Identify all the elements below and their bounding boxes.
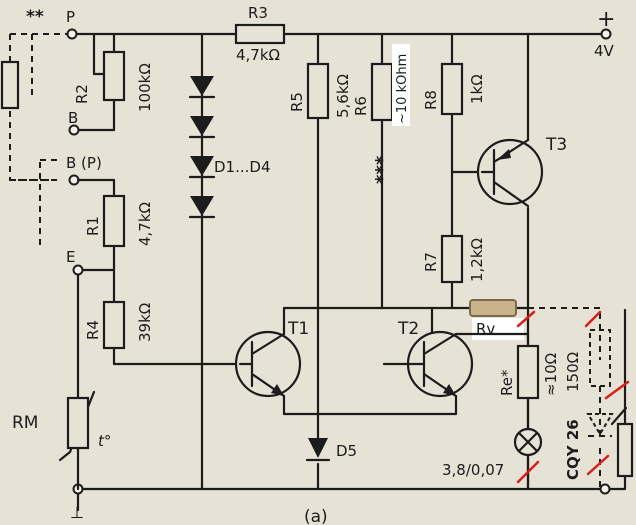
label-t3: T3 <box>545 135 567 155</box>
trim-potentiometer <box>0 60 20 110</box>
transistor-t2 <box>316 330 530 416</box>
resistor-r3 <box>234 23 286 45</box>
ground-rail <box>76 487 602 512</box>
value-r1: 4,7kΩ <box>136 202 154 246</box>
label-led: CQY 26 <box>564 419 582 480</box>
label-rm: RM <box>12 413 38 433</box>
terminal-plus <box>600 28 612 40</box>
photoresistor-leads <box>608 308 627 491</box>
led-branch <box>586 329 628 489</box>
value-r8: 1kΩ <box>468 74 486 104</box>
label-plus: + <box>597 7 615 32</box>
thermistor-rm <box>66 396 90 450</box>
transistor-t1 <box>234 306 384 416</box>
label-rv: Rv <box>476 320 495 338</box>
label-r1: R1 <box>84 216 102 236</box>
value-r6: ~10 kOhm <box>395 54 410 124</box>
diode-d3 <box>190 156 214 176</box>
label-supply: 4V <box>594 42 615 60</box>
label-diodes: D1...D4 <box>214 158 271 176</box>
resistor-re <box>516 344 540 400</box>
value-r2: 100kΩ <box>136 63 154 112</box>
resistor-r8 <box>440 62 464 116</box>
resistor-r7 <box>440 234 464 284</box>
label-r6: R6 <box>352 96 370 116</box>
label-r2: R2 <box>73 84 91 104</box>
r8-r7-branch <box>450 32 530 491</box>
value-r5: 5,6kΩ <box>334 74 352 118</box>
label-ground: ⊥ <box>70 503 84 522</box>
label-rm-temp: t° <box>98 432 111 450</box>
value-r3: 4,7kΩ <box>236 46 280 64</box>
label-r4: R4 <box>84 320 102 340</box>
label-p: P <box>66 8 75 26</box>
terminal-b <box>68 124 80 136</box>
label-t1: T1 <box>287 319 309 339</box>
terminal-p <box>66 28 78 40</box>
transistor-t3 <box>476 138 544 208</box>
diode-d4 <box>190 196 214 216</box>
resistor-rv <box>469 299 517 317</box>
resistor-r1 <box>102 194 126 248</box>
photoresistor <box>616 422 634 478</box>
diode-string <box>188 32 216 491</box>
value-r7: 1,2kΩ <box>468 238 486 282</box>
resistor-r4 <box>102 300 126 350</box>
r2-branch <box>76 32 116 132</box>
label-b-p: B (P) <box>66 154 102 172</box>
resistor-r5 <box>306 62 330 120</box>
label-r8: R8 <box>422 90 440 110</box>
red-corrections <box>516 310 630 484</box>
resistor-r2 <box>102 50 126 102</box>
label-b: B <box>68 109 78 127</box>
value-r4: 39kΩ <box>136 303 154 342</box>
figure-caption: (a) <box>304 507 328 525</box>
label-r7: R7 <box>422 252 440 272</box>
label-r5: R5 <box>288 92 306 112</box>
diode-d2 <box>190 116 214 136</box>
label-d5: D5 <box>336 442 357 460</box>
label-r6-stars: *** <box>372 155 393 184</box>
terminal-e <box>72 264 84 276</box>
label-r3: R3 <box>248 4 268 22</box>
diode-d5 <box>308 438 328 458</box>
diode-d1 <box>190 76 214 96</box>
label-double-star: ** <box>26 7 44 27</box>
r6-note-box <box>392 44 410 126</box>
value-re: ≈10Ω <box>542 353 560 396</box>
lamp-rating: 3,8/0,07 <box>442 461 504 479</box>
output-node <box>380 306 601 440</box>
label-e: E <box>66 248 75 266</box>
resistor-r6 <box>370 62 394 122</box>
terminal-ground-right <box>599 483 611 495</box>
rm-branch <box>58 273 96 491</box>
label-t2: T2 <box>397 319 419 339</box>
value-150: 150Ω <box>564 352 582 392</box>
label-re: Re* <box>498 369 516 396</box>
lamp <box>513 427 543 491</box>
